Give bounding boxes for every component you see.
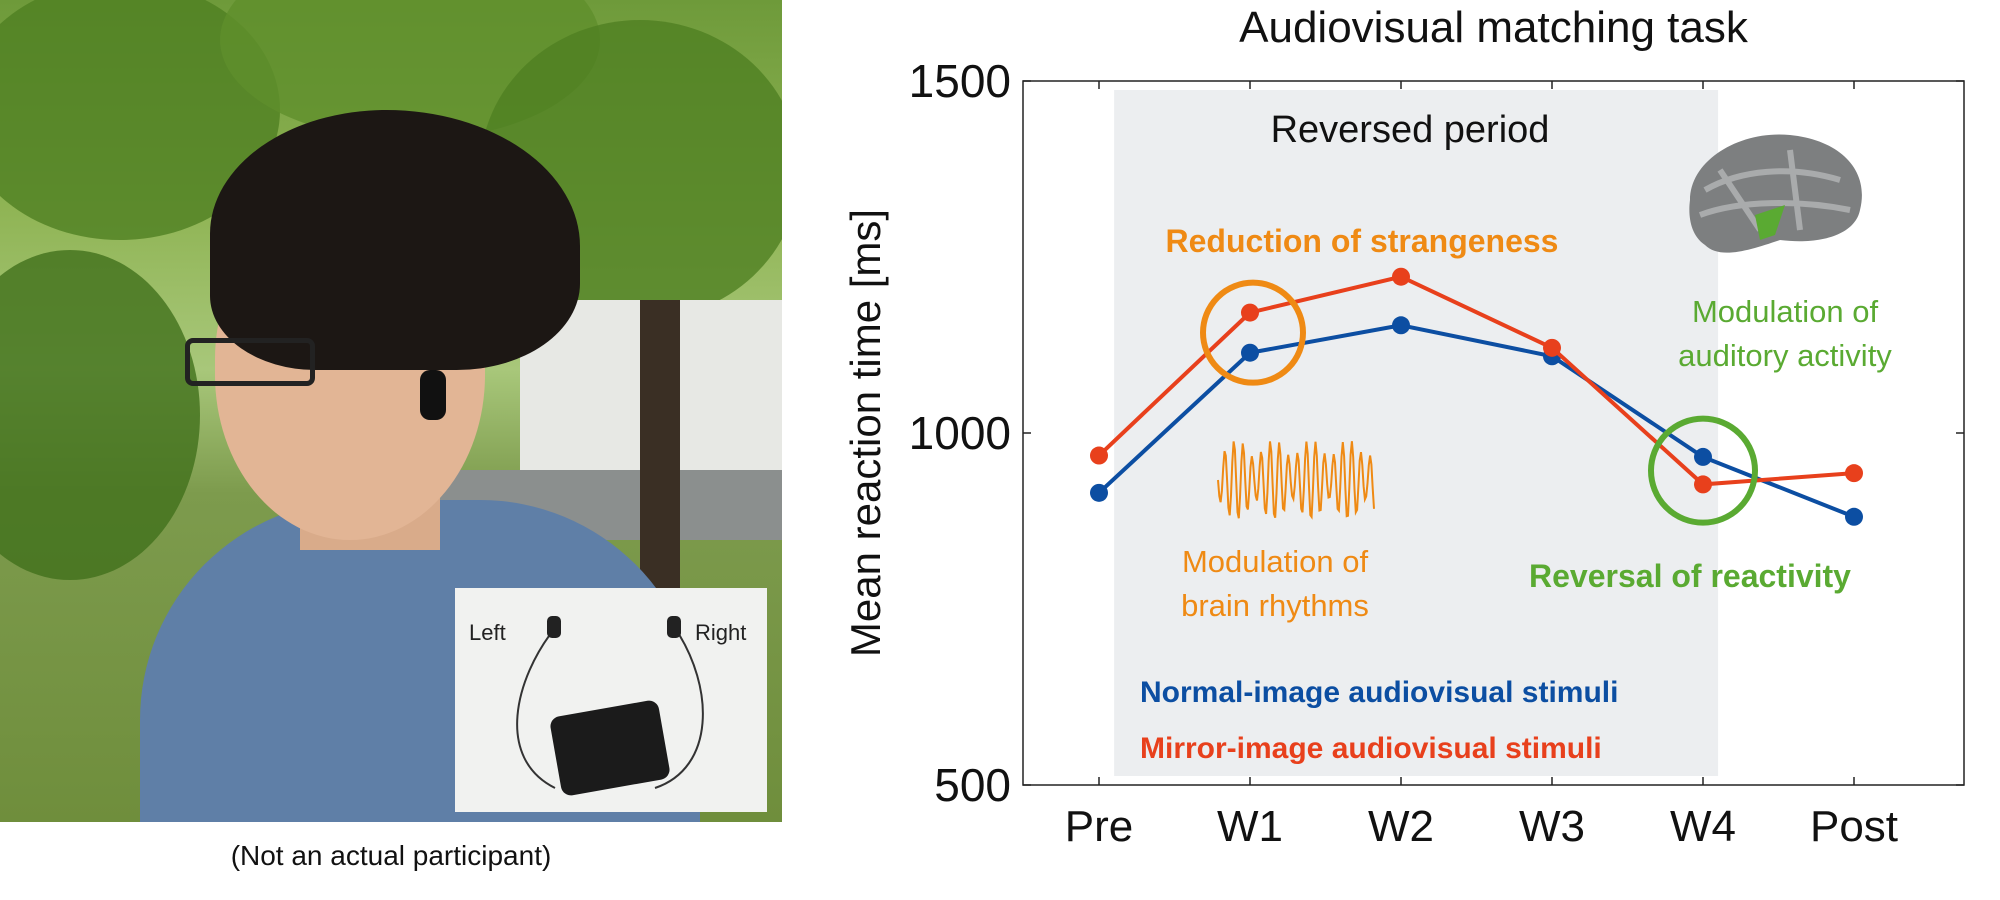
y-tick-label: 500	[934, 759, 1011, 811]
glasses	[185, 338, 315, 386]
earphone	[420, 370, 446, 420]
legend-mirror: Mirror-image audiovisual stimuli	[1140, 732, 1602, 765]
x-tick-label: Pre	[1065, 802, 1133, 851]
reversed-period-shade	[1114, 90, 1719, 776]
data-point-mirror	[1090, 446, 1108, 465]
photo-caption: (Not an actual participant)	[230, 840, 552, 871]
annotation-brain-rhythms-line2: brain rhythms	[1181, 588, 1369, 623]
inset-label-right: Right	[695, 620, 747, 645]
data-point-normal	[1392, 316, 1410, 335]
annotation-auditory-line1: Modulation of	[1692, 294, 1879, 329]
x-tick-label: W3	[1519, 802, 1585, 851]
earphone-cables	[516, 616, 704, 789]
reversed-period-label: Reversed period	[1271, 109, 1550, 151]
legend-normal: Normal-image audiovisual stimuli	[1140, 676, 1618, 709]
x-tick-label: Post	[1810, 802, 1898, 851]
data-point-normal	[1090, 483, 1108, 502]
data-point-mirror	[1694, 475, 1712, 494]
x-tick-label: W2	[1368, 802, 1434, 851]
data-point-mirror	[1845, 464, 1863, 483]
person-hair	[210, 110, 580, 370]
earphone-inset-photo: Left Right	[455, 588, 767, 812]
annotation-brain-rhythms-line1: Modulation of	[1182, 544, 1369, 579]
brain-icon	[1689, 134, 1862, 253]
data-point-normal	[1694, 447, 1712, 466]
data-point-mirror	[1543, 338, 1561, 357]
chart-title: Audiovisual matching task	[1239, 3, 1749, 52]
participant-photo: Left Right	[0, 0, 782, 822]
annotation-auditory-line2: auditory activity	[1678, 338, 1892, 373]
data-point-normal	[1845, 507, 1863, 526]
data-point-mirror	[1241, 303, 1259, 322]
highlight-circle-w4	[1648, 415, 1758, 526]
inset-label-left: Left	[469, 620, 506, 645]
data-point-normal	[1241, 343, 1259, 362]
y-tick-label: 1000	[909, 407, 1011, 459]
highlight-circle-w1	[1200, 279, 1306, 386]
tree-trunk	[640, 300, 680, 610]
y-axis-label: Mean reaction time [ms]	[842, 209, 889, 657]
brain-wave-icon	[1217, 441, 1375, 520]
y-tick-label: 1500	[909, 55, 1011, 107]
annotation-reduction: Reduction of strangeness	[1166, 223, 1559, 259]
data-point-mirror	[1392, 267, 1410, 286]
series-line-mirror	[1097, 274, 1855, 487]
x-tick-label: W1	[1217, 802, 1283, 851]
annotation-reversal: Reversal of reactivity	[1529, 558, 1851, 594]
x-tick-label: W4	[1670, 802, 1736, 851]
